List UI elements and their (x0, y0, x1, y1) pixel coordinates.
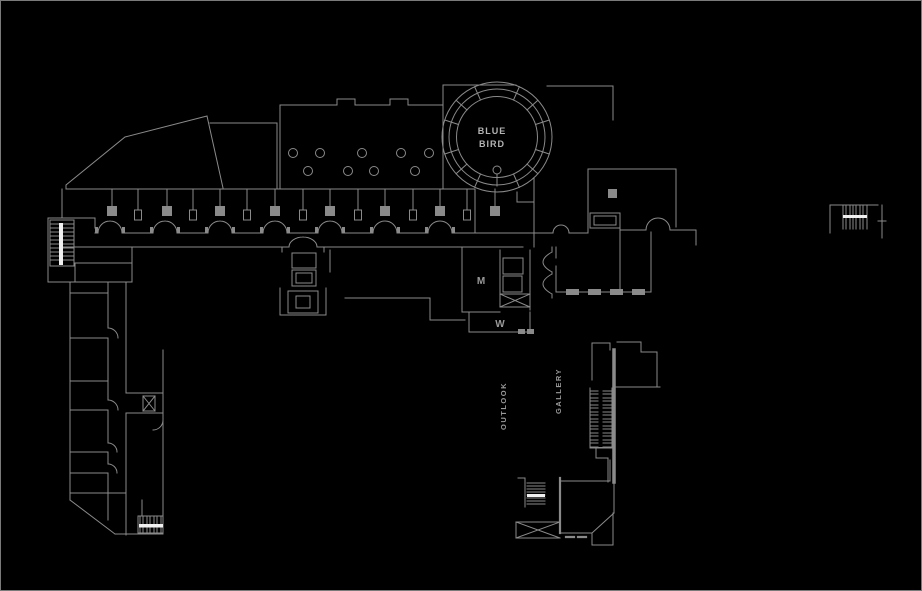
womens-restroom-label: W (495, 319, 505, 330)
southeast-x-shaft (515, 521, 561, 539)
rotunda-inner-ring (456, 96, 538, 178)
mid-partition (344, 297, 466, 321)
rotunda-mid-ring (448, 88, 546, 186)
rotunda-label-line1: BLUE (478, 126, 507, 136)
west-wing-walls (69, 281, 164, 536)
remote-stair (829, 204, 887, 239)
column (608, 189, 617, 198)
table (589, 212, 621, 229)
right-suite-walls (555, 168, 697, 293)
west-wing-door-arcs (107, 327, 164, 474)
gallery-label: GALLERY (554, 368, 563, 414)
elevator-shaft (502, 257, 524, 275)
west-entry-walls (47, 188, 133, 283)
rotunda-door-pivot (492, 165, 502, 175)
elevator-core (279, 236, 331, 316)
northwest-angled-wall (65, 115, 278, 190)
mens-restroom-label: M (477, 276, 485, 287)
rotunda-label-line2: BIRD (479, 139, 505, 149)
restroom-core (461, 246, 553, 333)
rotunda (441, 81, 553, 193)
door-frame (134, 209, 142, 221)
shaft-x-box (499, 293, 531, 308)
door-frame (409, 209, 417, 221)
rotunda-spokes (444, 86, 550, 188)
guest-room-dividers (111, 188, 496, 211)
door-frame (299, 209, 307, 221)
gallery-walls (559, 341, 661, 546)
outlook-label: OUTLOOK (499, 382, 508, 430)
southeast-stair (526, 482, 546, 505)
room-row-base-wall (65, 177, 535, 248)
door-frame (354, 209, 362, 221)
door-frame (243, 209, 251, 221)
ballroom-columns (288, 148, 434, 176)
rotunda-outer-ring (441, 81, 553, 193)
plan-walls (47, 81, 887, 546)
door-frame (463, 209, 471, 221)
door-frame (189, 209, 197, 221)
plan-labels: BLUE BIRD M W OUTLOOK GALLERY (477, 126, 563, 430)
west-wing-shaft-x (142, 395, 156, 412)
stair-rails (59, 215, 867, 528)
elevator-shaft (502, 275, 523, 293)
stair-gap-overlay (598, 389, 603, 447)
corridor-door-arcs (97, 220, 570, 234)
ballroom-walls (279, 84, 614, 190)
plan-solids (95, 189, 645, 334)
southeast-block (515, 459, 611, 539)
